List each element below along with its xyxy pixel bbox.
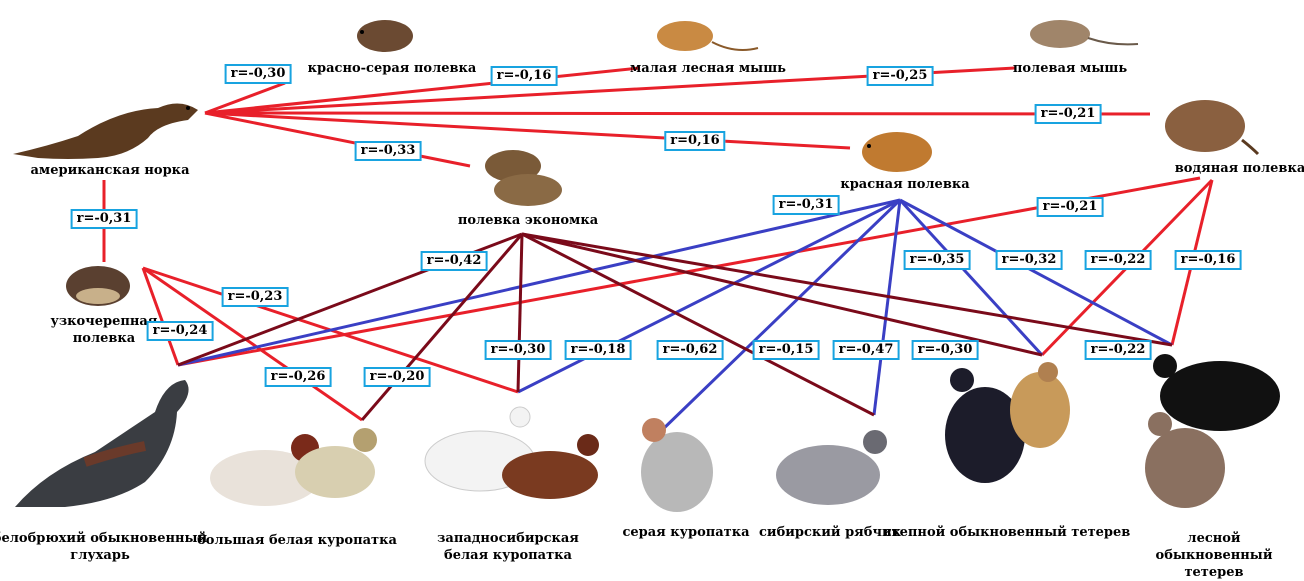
line-mink-water-vole	[204, 111, 1151, 116]
wsib-ptarmigan-illustration	[424, 406, 599, 499]
coef-root-willow: r=-0,20	[363, 367, 431, 387]
coef-mink-red-vole: r=0,16	[664, 131, 726, 151]
forest-grouse-illustration	[1145, 354, 1280, 508]
node-red-vole: красная полевка	[840, 177, 970, 192]
node-american-mink: американская норка	[30, 163, 190, 178]
coef-red-forest: r=-0,32	[995, 250, 1063, 270]
node-root-vole: полевка экономка	[457, 213, 599, 228]
line-red-hazel	[872, 199, 902, 416]
coef-red-capercaillie: r=-0,31	[772, 195, 840, 215]
coef-red-partridge: r=-0,18	[564, 340, 632, 360]
grey-partridge-illustration	[641, 418, 713, 512]
node-forest-grouse: лесной обыкновенный тетерев	[1155, 531, 1273, 580]
willow-ptarmigan-illustration	[210, 428, 377, 506]
coef-mink-root-vole: r=-0,33	[354, 141, 422, 161]
narrow-skull-vole-illustration	[66, 266, 130, 306]
coef-mink-wood-mouse: r=-0,16	[490, 66, 558, 86]
node-grey-red-vole: красно-серая полевка	[307, 61, 477, 76]
grey-red-vole-illustration	[357, 20, 413, 52]
line-red-steppe	[898, 198, 1044, 357]
line-mink-red-vole	[204, 111, 851, 150]
coef-narrow-capercaillie: r=-0,24	[146, 321, 214, 341]
coef-water-forest: r=-0,16	[1174, 250, 1242, 270]
line-root-wsib	[516, 233, 524, 393]
node-willow-ptarmigan: большая белая куропатка	[197, 533, 397, 548]
node-wsib-ptarmigan: западносибирская белая куропатка	[437, 531, 579, 563]
coef-root-hazel: r=-0,62	[656, 340, 724, 360]
node-narrow-skull-vole: узкочерепная полевка	[50, 314, 158, 346]
red-vole-illustration	[862, 132, 932, 172]
coef-narrow-wsib: r=-0,23	[221, 287, 289, 307]
node-water-vole: водяная полевка	[1174, 161, 1304, 176]
node-hazel-grouse: сибирский рябчик	[759, 525, 901, 540]
line-root-steppe	[521, 232, 1043, 357]
node-grey-partridge: серая куропатка	[622, 525, 750, 540]
coef-root-capercaillie: r=-0,42	[420, 251, 488, 271]
coef-mink-grey-red-vole: r=-0,30	[224, 64, 292, 84]
line-red-forest	[899, 198, 1173, 347]
coef-mink-field-mouse: r=-0,25	[866, 66, 934, 86]
root-vole-illustration	[485, 150, 562, 206]
wood-mouse-illustration	[657, 21, 759, 51]
line-root-forest	[521, 232, 1173, 347]
line-mink-grey-red-vole	[204, 81, 286, 115]
coef-mink-narrow-skull-vole: r=-0,31	[70, 209, 138, 229]
coef-red-hazel: r=-0,47	[832, 340, 900, 360]
coef-red-wsib: r=-0,15	[752, 340, 820, 360]
line-red-capercaillie	[177, 198, 901, 367]
line-mink-wood-mouse	[204, 66, 641, 115]
line-narrow-capercaillie	[141, 267, 180, 366]
capercaillie-illustration	[15, 380, 189, 507]
field-mouse-illustration	[1030, 20, 1139, 48]
steppe-grouse-illustration	[945, 362, 1070, 483]
line-root-willow	[360, 233, 524, 421]
mink-illustration	[13, 103, 198, 159]
line-red-wsib	[517, 198, 901, 394]
coef-root-forest: r=-0,22	[1084, 340, 1152, 360]
node-field-mouse: полевая мышь	[1012, 61, 1128, 76]
coef-red-steppe: r=-0,35	[903, 250, 971, 270]
hazel-grouse-illustration	[776, 430, 887, 505]
line-red-partridge	[658, 198, 902, 434]
line-narrow-willow	[142, 266, 363, 422]
coef-water-steppe: r=-0,22	[1084, 250, 1152, 270]
coef-water-capercaillie: r=-0,21	[1036, 197, 1104, 217]
node-wood-mouse: малая лесная мышь	[630, 61, 786, 76]
coef-mink-water-vole: r=-0,21	[1034, 104, 1102, 124]
node-capercaillie: белобрюхий обыкновенный глухарь	[0, 531, 208, 563]
coef-root-wsib: r=-0,30	[484, 340, 552, 360]
node-steppe-grouse: степной обыкновенный тетерев	[883, 525, 1131, 540]
coef-root-steppe: r=-0,30	[911, 340, 979, 360]
line-mink-root-vole	[204, 111, 471, 168]
coef-narrow-willow: r=-0,26	[264, 367, 332, 387]
water-vole-illustration	[1165, 100, 1260, 156]
line-root-hazel	[521, 232, 875, 417]
